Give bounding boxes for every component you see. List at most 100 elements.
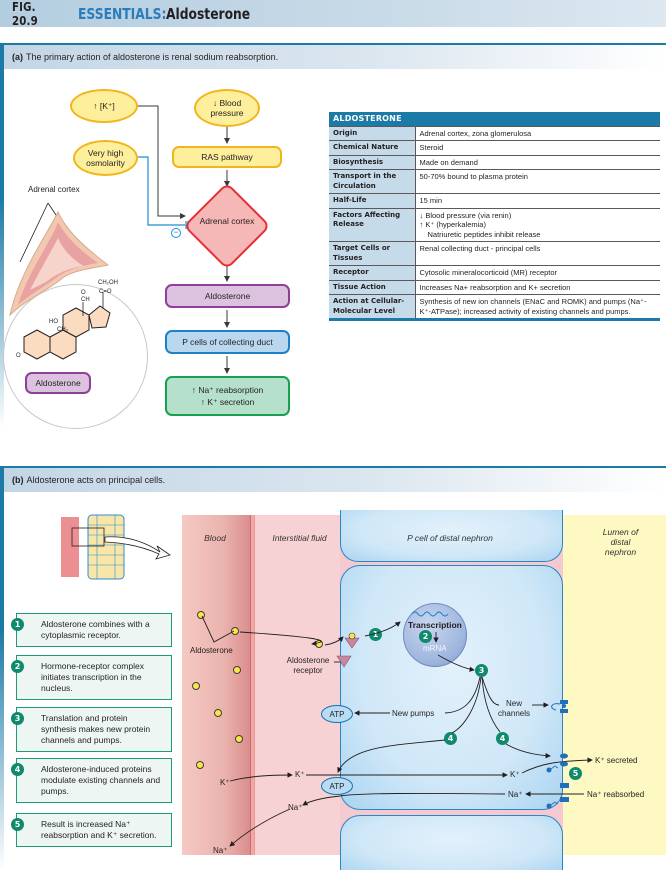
k-secreted-label: K⁺ secreted (595, 756, 638, 765)
na-reabsorbed-label: Na⁺ reabsorbed (587, 790, 645, 799)
figure-title: Aldosterone (166, 4, 251, 23)
step-1: 1 Aldosterone combines with a cytoplasmi… (11, 613, 172, 647)
step-1-badge: 1 (11, 618, 24, 631)
co-group: C=O (99, 289, 112, 295)
row-value: Synthesis of new ion channels (ENaC and … (415, 294, 660, 321)
potassium-stimulus: ↑ [K⁺] (70, 89, 138, 123)
step-3-text: Translation and protein synthesis makes … (41, 713, 151, 745)
aldosterone-molecule (231, 627, 239, 635)
panel-b: (b) Aldosterone acts on principal cells. (0, 466, 666, 870)
aldosterone-in-cell (315, 640, 323, 648)
release-factor: ↓ Blood pressure (via renin) (419, 210, 512, 220)
row-key: Half-Life (329, 193, 416, 209)
figure-number: FIG. 20.9 (12, 0, 38, 28)
response-box: ↑ Na⁺ reabsorption ↑ K⁺ secretion (165, 376, 290, 416)
adrenal-cortex-label: Adrenal cortex (199, 216, 255, 226)
blood-pressure-label: Blood pressure (210, 98, 244, 118)
badge-4b: 4 (496, 732, 509, 745)
k-blood-label: K⁺ (220, 778, 230, 787)
step-5-badge: 5 (11, 818, 24, 831)
atp-new-pump: ATP (321, 705, 353, 723)
step-1-text: Aldosterone combines with a cytoplasmic … (41, 619, 150, 640)
mrna-label: mRNA (423, 644, 447, 653)
aldosterone-molecule (233, 666, 241, 674)
ch2oh-group: CH₂OH (98, 280, 118, 286)
transcription-label: Transcription (408, 620, 462, 630)
p-cell-lower (340, 815, 563, 870)
ch3-group: CH₃ (57, 327, 69, 333)
row-value: Steroid (415, 140, 660, 156)
o-top-group: O (81, 290, 86, 296)
ho-group: HO (49, 319, 58, 325)
table-title: ALDOSTERONE (329, 112, 660, 127)
capillary-wall (250, 515, 255, 855)
row-value: 15 min (415, 193, 660, 209)
p-cell-upper (340, 510, 563, 562)
release-factor: Natriuretic peptides inhibit release (427, 229, 541, 239)
atp-existing-pump: ATP (321, 777, 353, 795)
step-4-text: Aldosterone-induced proteins modulate ex… (41, 764, 161, 796)
aldosterone-molecule (214, 709, 222, 717)
table-row: Factors Affecting Release ↓ Blood pressu… (329, 208, 660, 242)
k-cell-label: K⁺ (510, 770, 520, 779)
aldosterone-molecule (197, 611, 205, 619)
panel-b-caption-text: Aldosterone acts on principal cells. (26, 475, 166, 485)
figure-header: FIG. 20.9 ESSENTIALS: Aldosterone (0, 0, 666, 28)
aldosterone-molecule-inset (3, 284, 148, 429)
p-cell-main (340, 565, 563, 810)
row-key: Target Cells or Tissues (329, 241, 416, 266)
step-3: 3 Translation and protein synthesis make… (11, 707, 172, 752)
step-4: 4 Aldosterone-induced proteins modulate … (11, 758, 172, 803)
row-key: Receptor (329, 265, 416, 281)
badge-4a: 4 (444, 732, 457, 745)
aldosterone-molecule (196, 761, 204, 769)
blood-label: Blood (204, 533, 226, 543)
aldosterone-label: Aldosterone (190, 646, 233, 655)
lumen-region (563, 515, 666, 855)
row-key: Origin (329, 126, 416, 141)
aldosterone-molecule (235, 735, 243, 743)
aldosterone-molecule (192, 682, 200, 690)
row-key: Action at Cellular-Molecular Level (329, 294, 416, 321)
aldosterone-box: Aldosterone (165, 284, 290, 308)
blood-pressure-stimulus: ↓ Blood pressure (194, 89, 260, 127)
step-2-badge: 2 (11, 660, 24, 673)
row-value: Increases Na+ reabsorption and K+ secret… (415, 280, 660, 295)
table-header: ALDOSTERONE (329, 112, 660, 127)
badge-3: 3 (475, 664, 488, 677)
p-cells-box: P cells of collecting duct (165, 330, 290, 354)
essentials-label: ESSENTIALS: (78, 4, 167, 23)
row-value: Cytosolic mineralocorticoid (MR) recepto… (415, 265, 660, 281)
step-5-text: Result is increased Na⁺ reabsorption and… (41, 819, 157, 840)
row-value: 50-70% bound to plasma protein (415, 169, 660, 194)
panel-a: (a) The primary action of aldosterone is… (0, 43, 666, 428)
nucleus (403, 603, 467, 667)
panel-a-label: (a) (12, 52, 23, 62)
badge-1: 1 (369, 628, 382, 641)
response-na: ↑ Na⁺ reabsorption (191, 385, 264, 395)
step-3-badge: 3 (11, 712, 24, 725)
response-k: ↑ K⁺ secretion (200, 397, 255, 407)
panel-b-label: (b) (12, 475, 24, 485)
molecule-label-box: Aldosterone (25, 372, 91, 394)
new-channels-label: New channels (497, 699, 531, 718)
row-key: Factors Affecting Release (329, 208, 416, 242)
step-5: 5 Result is increased Na⁺ reabsorption a… (11, 813, 172, 847)
row-key: Transport in the Circulation (329, 169, 416, 194)
release-factor: ↑ K⁺ (hyperkalemia) (419, 220, 486, 229)
step-2: 2 Hormone-receptor complex initiates tra… (11, 655, 172, 700)
panel-a-caption: (a) The primary action of aldosterone is… (4, 45, 666, 69)
row-value: Renal collecting duct - principal cells (415, 241, 660, 266)
adrenal-cortex-illustration-label: Adrenal cortex (28, 185, 80, 194)
row-key: Biosynthesis (329, 155, 416, 170)
up-arrow-icon: ↑ (93, 101, 98, 111)
receptor-label: Aldosterone receptor (286, 656, 330, 675)
na-interstitial-label: Na⁺ (288, 803, 303, 812)
